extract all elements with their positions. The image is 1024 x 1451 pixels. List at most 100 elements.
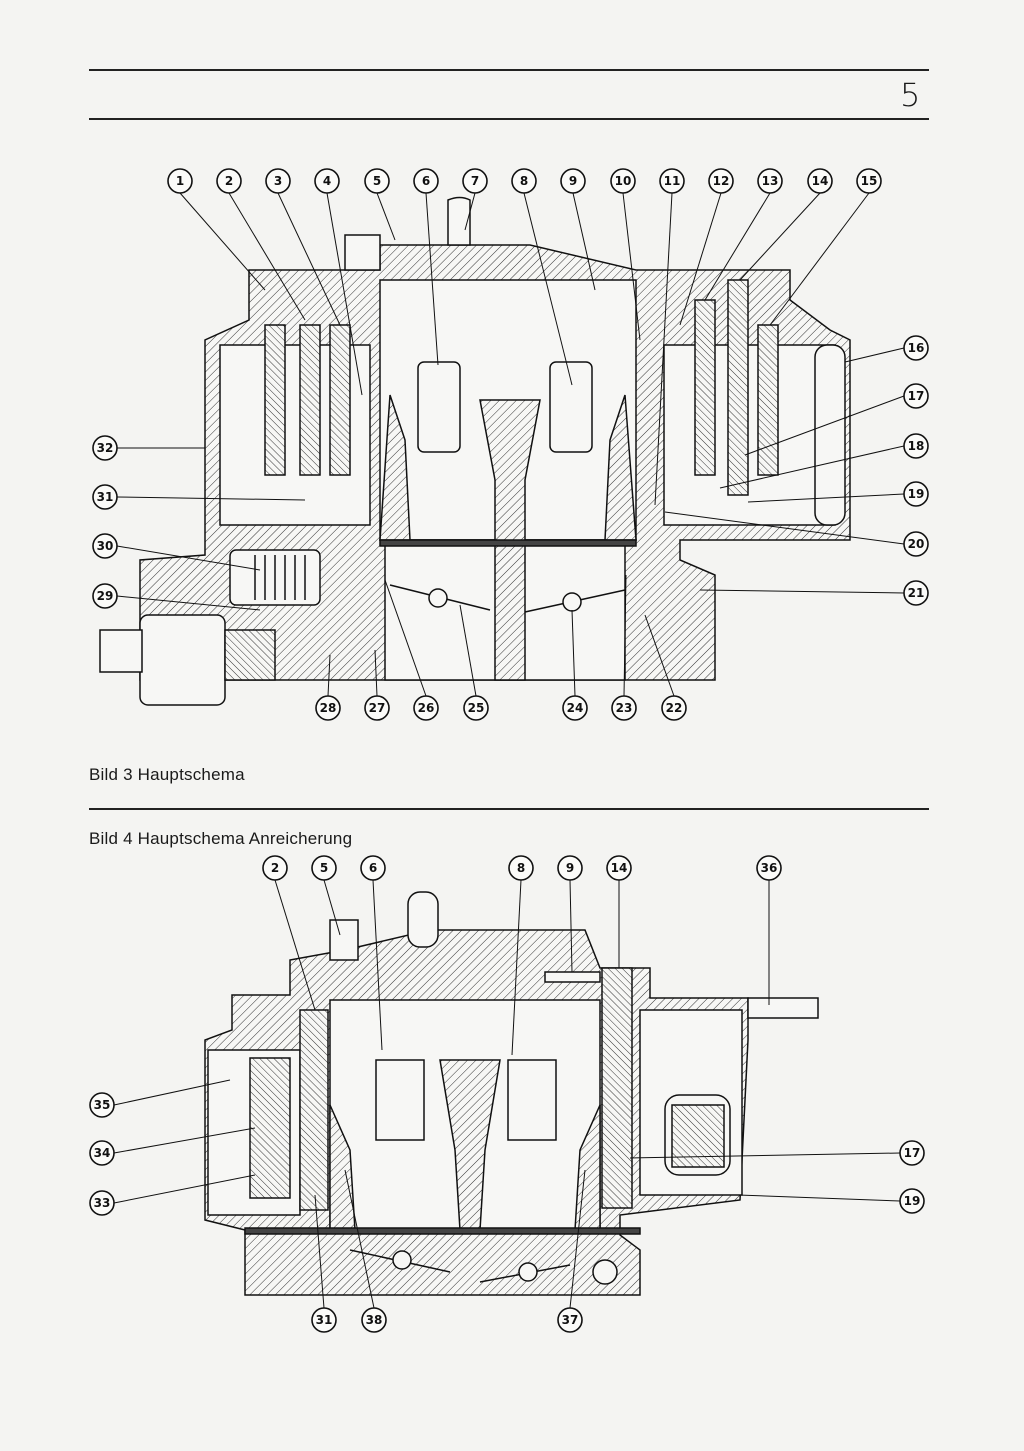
svg-text:9: 9 <box>566 861 574 875</box>
svg-text:36: 36 <box>761 861 778 875</box>
svg-text:9: 9 <box>569 174 577 188</box>
svg-text:34: 34 <box>94 1146 111 1160</box>
svg-text:28: 28 <box>320 701 337 715</box>
svg-text:6: 6 <box>422 174 430 188</box>
callout: 28 <box>315 695 341 721</box>
callout: 7 <box>462 168 488 194</box>
svg-text:6: 6 <box>369 861 377 875</box>
callout: 29 <box>92 583 118 609</box>
svg-text:17: 17 <box>908 389 925 403</box>
callout: 6 <box>360 855 386 881</box>
callout: 5 <box>364 168 390 194</box>
svg-text:2: 2 <box>225 174 233 188</box>
svg-text:3: 3 <box>274 174 282 188</box>
svg-text:14: 14 <box>812 174 829 188</box>
callout: 16 <box>903 335 929 361</box>
callout: 24 <box>562 695 588 721</box>
svg-text:37: 37 <box>562 1313 579 1327</box>
top-rule <box>89 69 929 71</box>
callout: 38 <box>361 1307 387 1333</box>
callout: 19 <box>903 481 929 507</box>
figure-4-caption: Bild 4 Hauptschema Anreicherung <box>89 829 353 848</box>
svg-text:8: 8 <box>517 861 525 875</box>
svg-text:11: 11 <box>664 174 681 188</box>
svg-text:33: 33 <box>94 1196 111 1210</box>
figure-3-leaders <box>116 192 905 697</box>
figure-4-callouts: 2 5 6 8 9 14 36 35 34 33 17 19 31 38 37 <box>89 855 925 1333</box>
figure-3-caption: Bild 3 Hauptschema <box>89 765 245 784</box>
callout: 31 <box>92 484 118 510</box>
callout: 25 <box>463 695 489 721</box>
svg-text:22: 22 <box>666 701 683 715</box>
svg-text:32: 32 <box>97 441 114 455</box>
callout: 14 <box>606 855 632 881</box>
svg-text:14: 14 <box>611 861 628 875</box>
svg-text:8: 8 <box>520 174 528 188</box>
callout: 17 <box>899 1140 925 1166</box>
callout: 27 <box>364 695 390 721</box>
svg-text:19: 19 <box>908 487 925 501</box>
callout: 33 <box>89 1190 115 1216</box>
svg-text:19: 19 <box>904 1194 921 1208</box>
svg-text:27: 27 <box>369 701 386 715</box>
svg-text:31: 31 <box>316 1313 333 1327</box>
callout: 8 <box>508 855 534 881</box>
callout: 30 <box>92 533 118 559</box>
svg-text:13: 13 <box>762 174 779 188</box>
callout: 31 <box>311 1307 337 1333</box>
callout: 9 <box>560 168 586 194</box>
figure-4-diagram: 2 5 6 8 9 14 36 35 34 33 17 19 31 38 37 <box>89 855 925 1333</box>
callout: 18 <box>903 433 929 459</box>
svg-text:23: 23 <box>616 701 633 715</box>
svg-text:26: 26 <box>418 701 435 715</box>
svg-text:5: 5 <box>320 861 328 875</box>
svg-text:18: 18 <box>908 439 925 453</box>
header-rule <box>89 118 929 120</box>
callout: 36 <box>756 855 782 881</box>
carburetor-body-enrichment <box>204 891 819 1296</box>
svg-text:30: 30 <box>97 539 114 553</box>
figure-3-diagram: 1 2 3 4 5 6 7 8 9 10 11 12 13 14 15 16 1… <box>92 168 929 721</box>
svg-text:38: 38 <box>366 1313 383 1327</box>
callout: 15 <box>856 168 882 194</box>
callout: 6 <box>413 168 439 194</box>
callout: 17 <box>903 383 929 409</box>
callout: 14 <box>807 168 833 194</box>
svg-text:5: 5 <box>373 174 381 188</box>
svg-text:4: 4 <box>323 174 331 188</box>
callout: 12 <box>708 168 734 194</box>
svg-text:12: 12 <box>713 174 730 188</box>
svg-text:29: 29 <box>97 589 114 603</box>
callout: 37 <box>557 1307 583 1333</box>
callout: 34 <box>89 1140 115 1166</box>
figure-3-callouts: 1 2 3 4 5 6 7 8 9 10 11 12 13 14 15 16 1… <box>92 168 929 721</box>
svg-text:17: 17 <box>904 1146 921 1160</box>
svg-text:35: 35 <box>94 1098 111 1112</box>
callout: 23 <box>611 695 637 721</box>
figure-4-leaders <box>113 879 901 1309</box>
callout: 35 <box>89 1092 115 1118</box>
page-number: 5 <box>900 76 921 114</box>
svg-text:31: 31 <box>97 490 114 504</box>
svg-text:7: 7 <box>471 174 479 188</box>
callout: 2 <box>216 168 242 194</box>
svg-text:21: 21 <box>908 586 925 600</box>
callout: 19 <box>899 1188 925 1214</box>
callout: 26 <box>413 695 439 721</box>
callout: 9 <box>557 855 583 881</box>
callout: 2 <box>262 855 288 881</box>
svg-text:2: 2 <box>271 861 279 875</box>
svg-text:10: 10 <box>615 174 632 188</box>
svg-text:1: 1 <box>176 174 184 188</box>
callout: 5 <box>311 855 337 881</box>
callout: 3 <box>265 168 291 194</box>
svg-text:24: 24 <box>567 701 584 715</box>
callout: 22 <box>661 695 687 721</box>
callout: 13 <box>757 168 783 194</box>
callout: 32 <box>92 435 118 461</box>
svg-text:15: 15 <box>861 174 878 188</box>
callout: 10 <box>610 168 636 194</box>
callout: 4 <box>314 168 340 194</box>
callout: 21 <box>903 580 929 606</box>
callout: 11 <box>659 168 685 194</box>
